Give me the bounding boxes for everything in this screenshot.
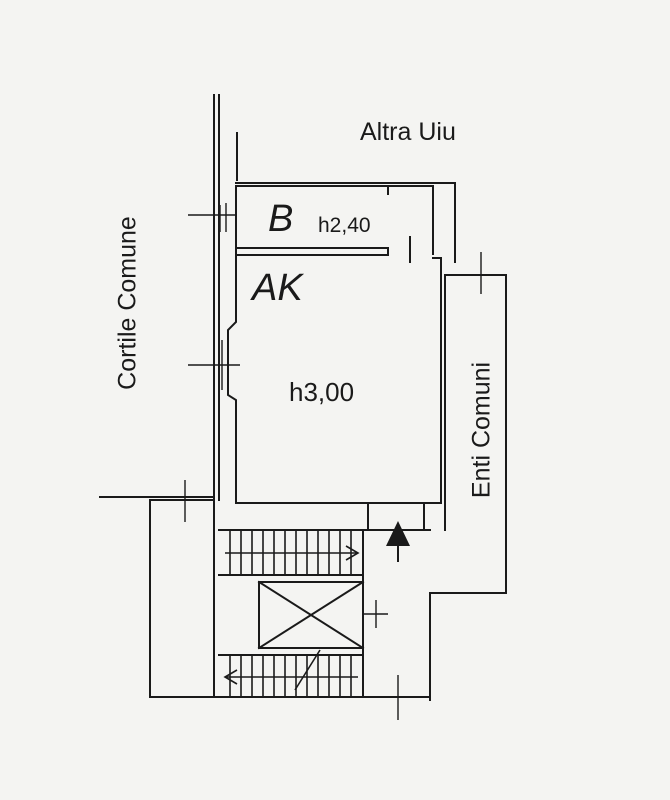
lower-block-outline xyxy=(149,499,215,698)
stair-direction-arrows xyxy=(223,545,360,691)
section-markers xyxy=(184,203,482,720)
room-b-partition xyxy=(235,247,389,256)
room-b-name: B xyxy=(268,198,294,240)
room-ak-height: h3,00 xyxy=(289,377,355,407)
courtyard-label: Cortile Comune xyxy=(113,216,142,390)
room-b-inner-wall xyxy=(235,185,434,255)
entrance-tree-icon xyxy=(386,521,410,562)
room-ak-name: AK xyxy=(252,267,303,309)
neighbor-north-label: Altra Uiu xyxy=(360,118,456,146)
stair-void-diagonal-2 xyxy=(257,580,365,650)
stair-treads-lower xyxy=(229,655,352,697)
common-areas-label: Enti Comuni xyxy=(467,361,496,499)
room-b-outline xyxy=(235,182,456,263)
common-areas-outline xyxy=(429,274,507,701)
room-b-height: h2,40 xyxy=(318,214,371,237)
